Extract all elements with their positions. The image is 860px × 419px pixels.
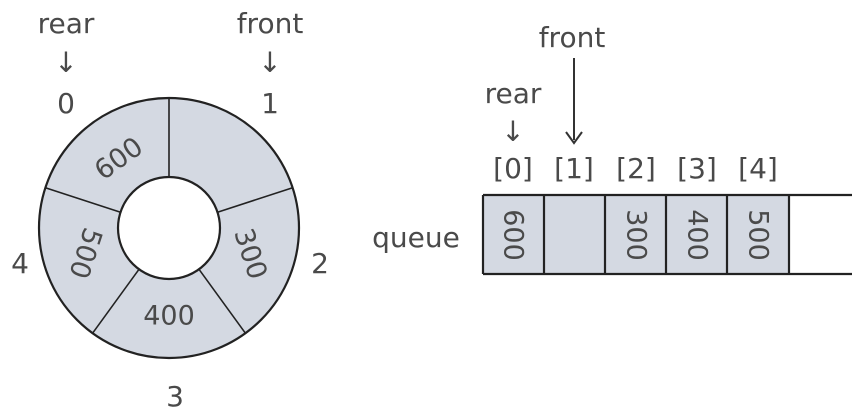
ring-index-1: 1 [261, 87, 279, 120]
array-cell-2: 300 [621, 209, 652, 261]
ring-index-0: 0 [57, 87, 75, 120]
ring-index-2: 2 [311, 247, 329, 280]
ring-value-3: 400 [143, 301, 195, 332]
ring-slot-3: 400 [143, 301, 195, 332]
array-index-3: [3] [677, 152, 717, 185]
ring-divider [45, 187, 121, 213]
array-rear-arrow-icon: ↓ [501, 115, 524, 148]
array-front-arrow-icon [565, 131, 583, 145]
array-value-4: 500 [743, 209, 774, 261]
array-cells-fill [483, 195, 789, 274]
array-index-2: [2] [616, 152, 656, 185]
circular-rear-label: rear [38, 7, 95, 40]
array-cell-0: 600 [498, 209, 529, 261]
circular-front-label: front [237, 7, 304, 40]
ring-divider [198, 268, 247, 334]
array-value-0: 600 [498, 209, 529, 261]
array-value-2: 300 [621, 209, 652, 261]
ring-divider [217, 187, 293, 213]
array-cell-4: 500 [743, 209, 774, 261]
circular-rear-arrow-icon: ↓ [54, 46, 77, 79]
circular-queue: rear ↓ front ↓ 0 1 2 3 4 600 300 400 500 [11, 7, 329, 413]
circular-front-arrow-icon: ↓ [258, 46, 281, 79]
array-index-1: [1] [554, 152, 594, 185]
ring-index-4: 4 [11, 247, 29, 280]
array-value-3: 400 [682, 209, 713, 261]
array-front-label: front [539, 21, 606, 54]
array-cell-3: 400 [682, 209, 713, 261]
ring-inner-hole [116, 175, 222, 281]
array-index-4: [4] [738, 152, 778, 185]
array-index-0: [0] [493, 152, 533, 185]
ring-divider [91, 268, 140, 334]
queue-name-label: queue [372, 221, 460, 254]
queue-array: queue front rear ↓ [0] [1] [2] [3] [4] 6… [372, 21, 852, 276]
ring-index-3: 3 [166, 380, 184, 413]
array-rear-label: rear [485, 77, 542, 110]
